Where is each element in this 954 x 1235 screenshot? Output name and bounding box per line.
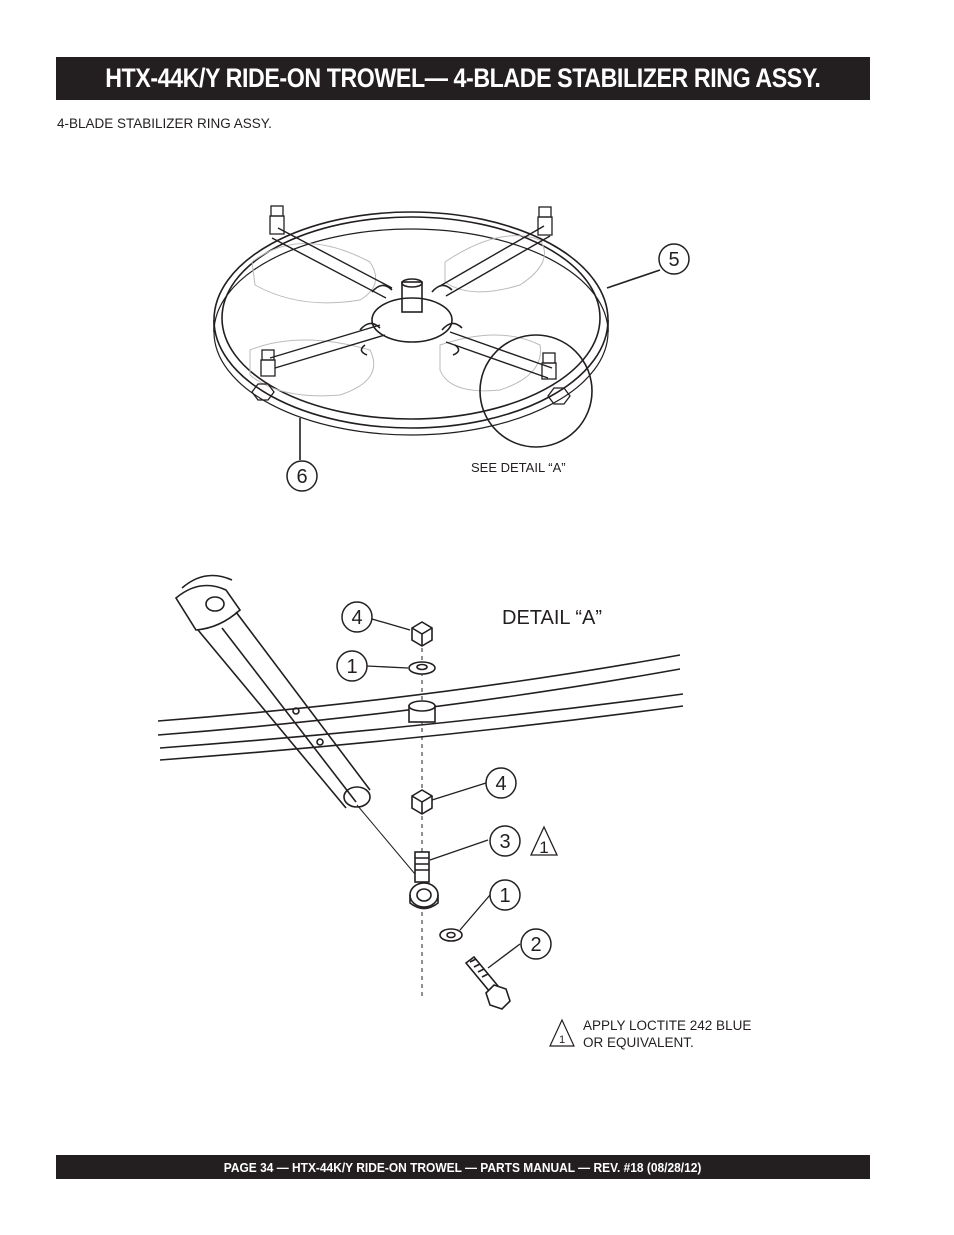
washer-top <box>408 661 436 675</box>
spider-arms <box>269 225 553 379</box>
center-hub <box>359 278 463 356</box>
callout-1-bottom: 1 <box>489 879 521 911</box>
callout-6-label: 6 <box>296 466 307 488</box>
note-marker: 1 <box>559 1034 565 1046</box>
nut-top <box>411 621 433 647</box>
callout-4-bottom: 4 <box>485 767 517 799</box>
callout-2: 2 <box>520 928 552 960</box>
callout-5: 5 <box>658 243 690 275</box>
callout-4-bottom-label: 4 <box>495 773 506 795</box>
arm-tube <box>174 574 371 809</box>
stabilizer-ring-inner <box>221 216 601 420</box>
detail-a-circle <box>479 334 593 448</box>
section-subtitle: 4-BLADE STABILIZER RING ASSY. <box>57 116 272 131</box>
callout-1-top: 1 <box>336 650 368 682</box>
callout-6: 6 <box>286 460 318 492</box>
blade-outlines <box>249 235 545 397</box>
detail-a-drawing <box>157 574 684 1010</box>
callout-1-top-label: 1 <box>346 656 357 678</box>
nut-bottom <box>411 789 433 815</box>
spacer-bushing <box>408 700 436 723</box>
cap-screw <box>464 955 511 1010</box>
ring-bolts <box>251 205 571 405</box>
rod-end <box>409 851 439 910</box>
page-footer: PAGE 34 — HTX-44K/Y RIDE-ON TROWEL — PAR… <box>56 1155 870 1179</box>
callout-5-label: 5 <box>668 249 679 271</box>
washer-bottom <box>439 928 463 942</box>
page-title-bar: HTX-44K/Y RIDE-ON TROWEL— 4-BLADE STABIL… <box>56 57 870 100</box>
callout-3-label: 3 <box>499 831 510 853</box>
loctite-note: 1 APPLY LOCTITE 242 BLUE OR EQUIVALENT. <box>549 1018 751 1050</box>
stabilizer-ring-assembly <box>213 205 661 460</box>
callout-3-warning-triangle: 1 <box>529 825 559 857</box>
callout-4-top-label: 4 <box>351 607 362 629</box>
callout-3-warning-label: 1 <box>539 838 548 857</box>
callout-3: 3 <box>489 825 521 857</box>
see-detail-label: SEE DETAIL “A” <box>471 460 566 475</box>
callout-2-label: 2 <box>530 934 541 956</box>
footer-text: PAGE 34 — HTX-44K/Y RIDE-ON TROWEL — PAR… <box>224 1159 702 1175</box>
page-title: HTX-44K/Y RIDE-ON TROWEL— 4-BLADE STABIL… <box>105 63 821 93</box>
note-line-2: OR EQUIVALENT. <box>583 1035 694 1050</box>
detail-a-title: DETAIL “A” <box>502 607 602 629</box>
callout-1-bottom-label: 1 <box>499 885 510 907</box>
note-line-1: APPLY LOCTITE 242 BLUE <box>583 1018 751 1033</box>
callout-4-top: 4 <box>341 601 373 633</box>
